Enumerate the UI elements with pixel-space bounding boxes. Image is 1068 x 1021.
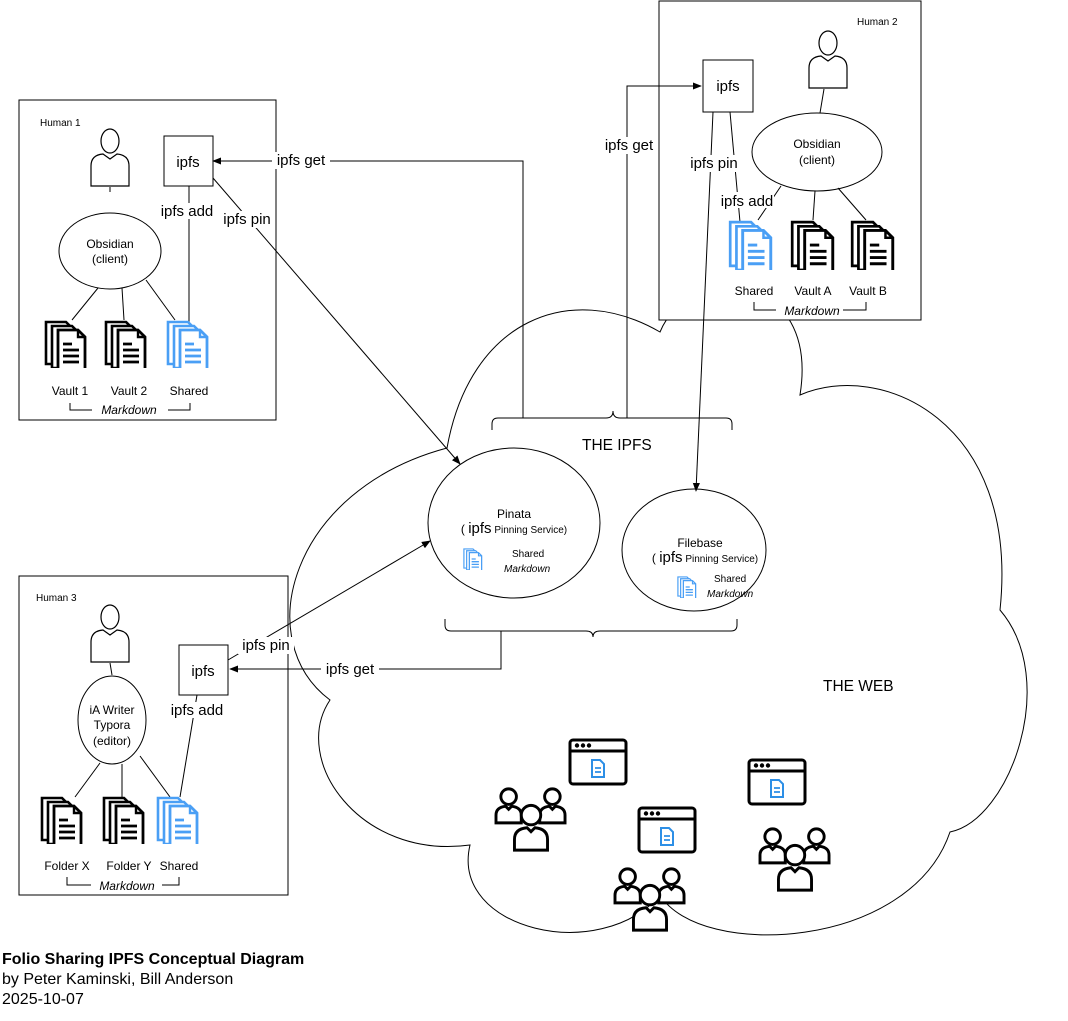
user-group-icon (494, 787, 567, 852)
human-3-markdown-label: Markdown (99, 879, 155, 893)
filebase-shared-docs-icon (677, 576, 697, 598)
human-1-ipfs-label: ipfs (176, 154, 199, 171)
the-web-label: THE WEB (823, 678, 894, 695)
h2-ipfs-get-arrow (626, 82, 702, 418)
pinata-markdown-label: Markdown (504, 564, 551, 575)
human-3-editor-name-1: iA Writer (89, 703, 134, 717)
ipfs-bottom-brace (444, 619, 738, 638)
pinata-shared-docs-icon (463, 548, 483, 570)
human-1-ipfs-node (163, 135, 214, 187)
h2-ipfs-pin-label: ipfs pin (690, 155, 738, 172)
user-group-icon (758, 827, 831, 892)
the-ipfs-label: THE IPFS (582, 437, 652, 454)
human-3-ipfs-label: ipfs (191, 663, 214, 680)
human-3-label: Human 3 (36, 593, 77, 604)
h3-ipfs-get-arrow (229, 631, 502, 673)
filebase-shared-label: Shared (714, 574, 746, 585)
pinata-service-label: ( ipfs Pinning Service) (461, 520, 567, 537)
human-2-ipfs-add-label: ipfs add (721, 193, 774, 210)
folder-label: Shared (170, 384, 209, 398)
human-2-ipfs-node (702, 59, 754, 113)
browser-window-icon (637, 806, 697, 854)
human-2-client-name: Obsidian (793, 137, 840, 151)
filebase-markdown-label: Markdown (707, 589, 754, 600)
human-3-ipfs-node (178, 644, 229, 696)
pinata-service: Pinata ( ipfs Pinning Service) Shared Ma… (427, 447, 601, 599)
human-1-markdown-label: Markdown (101, 403, 157, 417)
human-1-client-type: (client) (92, 252, 128, 266)
diagram-date: 2025-10-07 (2, 991, 84, 1008)
browser-window-icon (747, 758, 807, 806)
human-3-editor-type: (editor) (93, 734, 131, 748)
filebase-name: Filebase (677, 536, 723, 550)
folder-label: Shared (160, 859, 199, 873)
folder-label: Folder X (44, 859, 89, 873)
vault-b-docs-icon (850, 220, 895, 270)
folder-label: Vault 1 (52, 384, 89, 398)
human-2-ipfs-label: ipfs (716, 78, 739, 95)
human-1-box: Human 1 Obsidian (client) ipfs ipfs add … (18, 99, 277, 421)
h3-ipfs-get-label: ipfs get (326, 661, 375, 678)
ipfs-top-brace (491, 410, 733, 430)
diagram-title: Folio Sharing IPFS Conceptual Diagram (2, 951, 305, 968)
human-1-client-name: Obsidian (86, 237, 133, 251)
human-3-ipfs-add-label: ipfs add (171, 702, 224, 719)
human-2-shared-docs-icon (728, 220, 773, 270)
diagram-authors: by Peter Kaminski, Bill Anderson (2, 971, 234, 988)
h1-ipfs-pin-label: ipfs pin (223, 211, 271, 228)
human-3-shared-docs-icon (156, 796, 199, 844)
h1-ipfs-get-label: ipfs get (277, 152, 326, 169)
human-1-label: Human 1 (40, 118, 81, 129)
filebase-service-label: ( ipfs Pinning Service) (652, 549, 758, 566)
human-2-label: Human 2 (857, 17, 898, 28)
vault-2-docs-icon (104, 320, 147, 368)
vault-1-docs-icon (44, 320, 87, 368)
h3-ipfs-pin-label: ipfs pin (242, 637, 290, 654)
vault-a-docs-icon (790, 220, 835, 270)
human-1-ipfs-add-label: ipfs add (161, 203, 214, 220)
human-3-box: Human 3 iA Writer Typora (editor) ipfs i… (18, 575, 289, 896)
folder-x-docs-icon (40, 796, 83, 844)
human-2-markdown-label: Markdown (784, 304, 840, 318)
folder-label: Vault A (794, 284, 831, 298)
h2-ipfs-pin-arrow (692, 111, 714, 492)
pinata-shared-label: Shared (512, 549, 544, 560)
folder-label: Folder Y (106, 859, 151, 873)
browser-window-icon (568, 738, 628, 786)
human-2-client-type: (client) (799, 153, 835, 167)
folder-y-docs-icon (102, 796, 145, 844)
filebase-service: Filebase ( ipfs Pinning Service) Shared … (621, 488, 767, 612)
folder-label: Shared (735, 284, 774, 298)
h2-ipfs-get-label: ipfs get (605, 137, 654, 154)
human-3-editor-name-2: Typora (94, 718, 131, 732)
folder-label: Vault B (849, 284, 887, 298)
human-1-shared-docs-icon (166, 320, 209, 368)
pinata-name: Pinata (497, 507, 531, 521)
folder-label: Vault 2 (111, 384, 148, 398)
